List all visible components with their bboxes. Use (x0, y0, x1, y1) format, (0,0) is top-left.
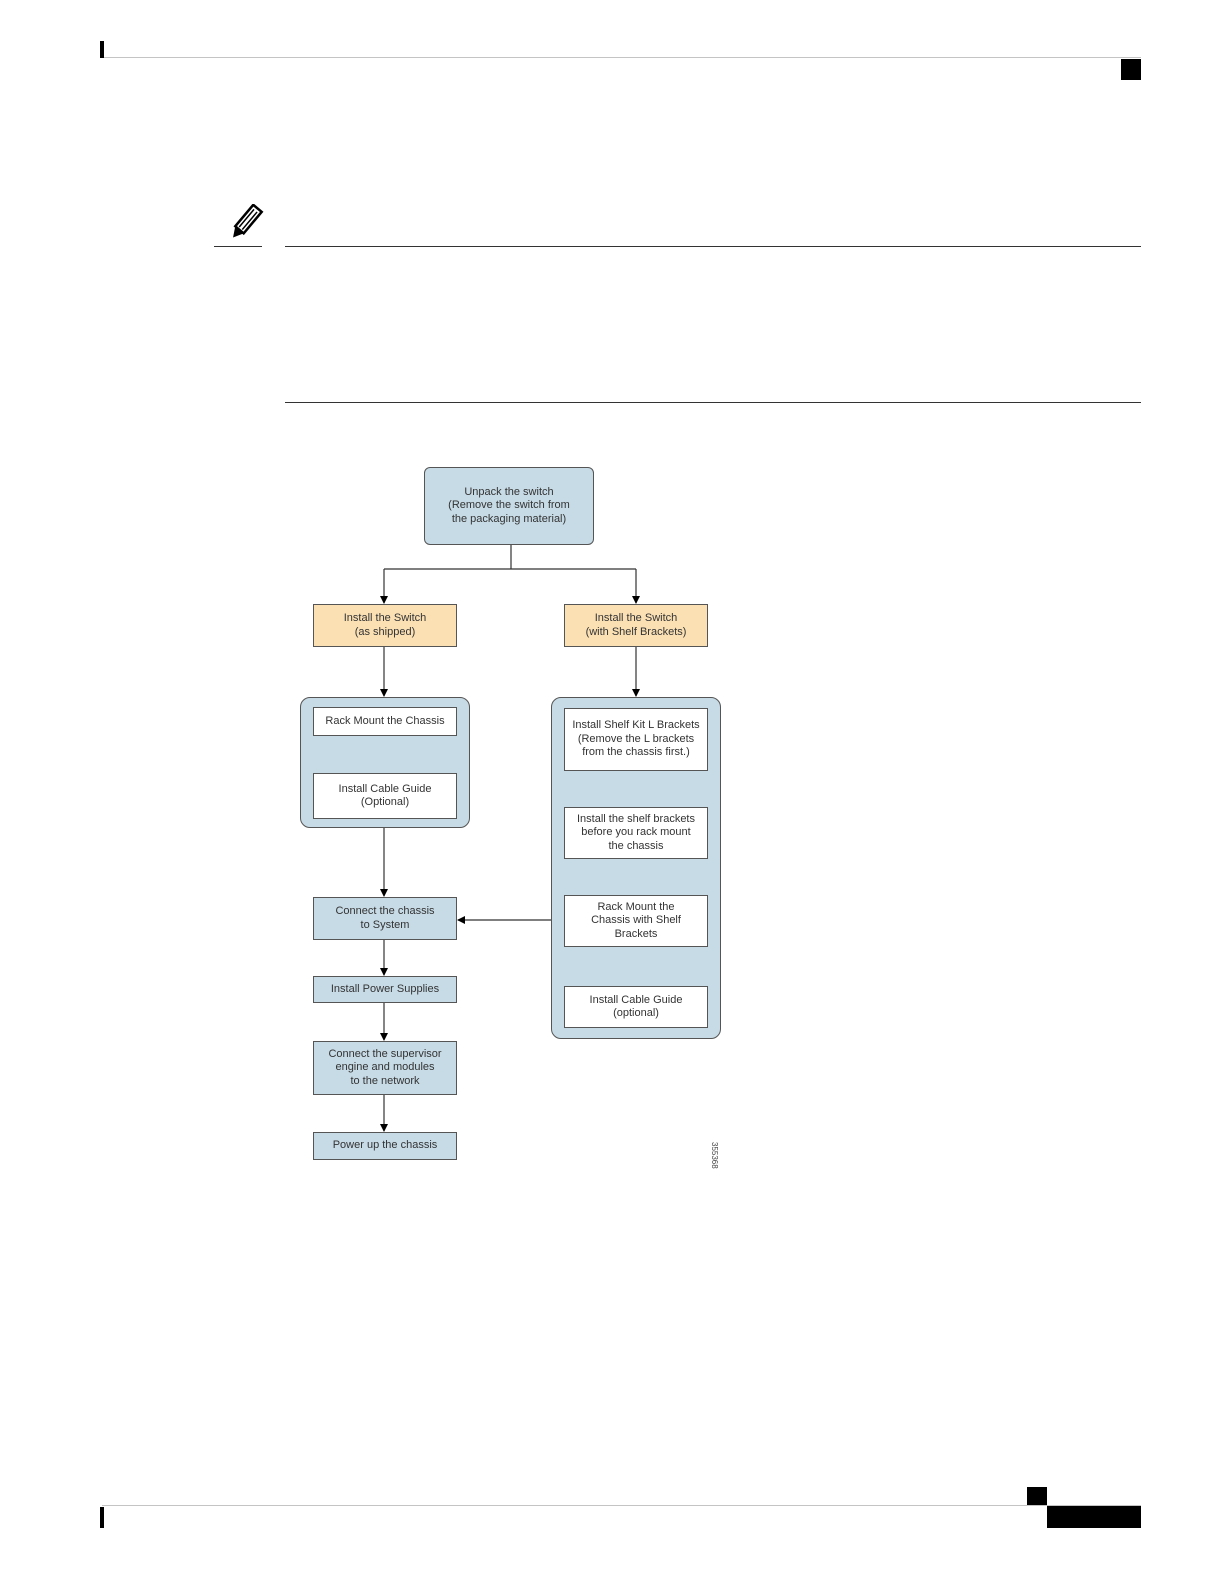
step-connect-supervisor-engine: Connect the supervisor engine and module… (313, 1041, 457, 1095)
step-unpack-switch: Unpack the switch (Remove the switch fro… (424, 467, 594, 545)
step-install-power-supplies: Install Power Supplies (313, 976, 457, 1003)
step-install-shelf-brackets: Install the shelf brackets before you ra… (564, 807, 708, 859)
footer-page-block (1027, 1487, 1047, 1505)
header-tab-block (1121, 59, 1141, 80)
header-rule (102, 57, 1141, 58)
step-install-shelf-kit-l-brackets: Install Shelf Kit L Brackets (Remove the… (564, 708, 708, 771)
note-icon-underline (214, 246, 262, 247)
branch-install-with-shelf-brackets: Install the Switch (with Shelf Brackets) (564, 604, 708, 647)
note-pencil-icon (233, 204, 264, 238)
header-marker (100, 41, 104, 58)
step-connect-chassis-to-system: Connect the chassis to System (313, 897, 457, 940)
footer-bar (1047, 1506, 1141, 1528)
note-bottom-rule (285, 402, 1141, 403)
branch-install-as-shipped: Install the Switch (as shipped) (313, 604, 457, 647)
installation-flowchart: Unpack the switch (Remove the switch fro… (295, 460, 755, 1180)
footer-marker (100, 1507, 104, 1528)
step-install-cable-guide-left: Install Cable Guide (Optional) (313, 773, 457, 819)
note-top-rule (285, 246, 1141, 247)
step-power-up-chassis: Power up the chassis (313, 1132, 457, 1160)
figure-id: 355368 (710, 1142, 719, 1169)
footer-rule (102, 1505, 1141, 1506)
step-install-cable-guide-right: Install Cable Guide (optional) (564, 986, 708, 1028)
step-rack-mount-chassis: Rack Mount the Chassis (313, 707, 457, 736)
step-rack-mount-with-shelf-brackets: Rack Mount the Chassis with Shelf Bracke… (564, 895, 708, 947)
